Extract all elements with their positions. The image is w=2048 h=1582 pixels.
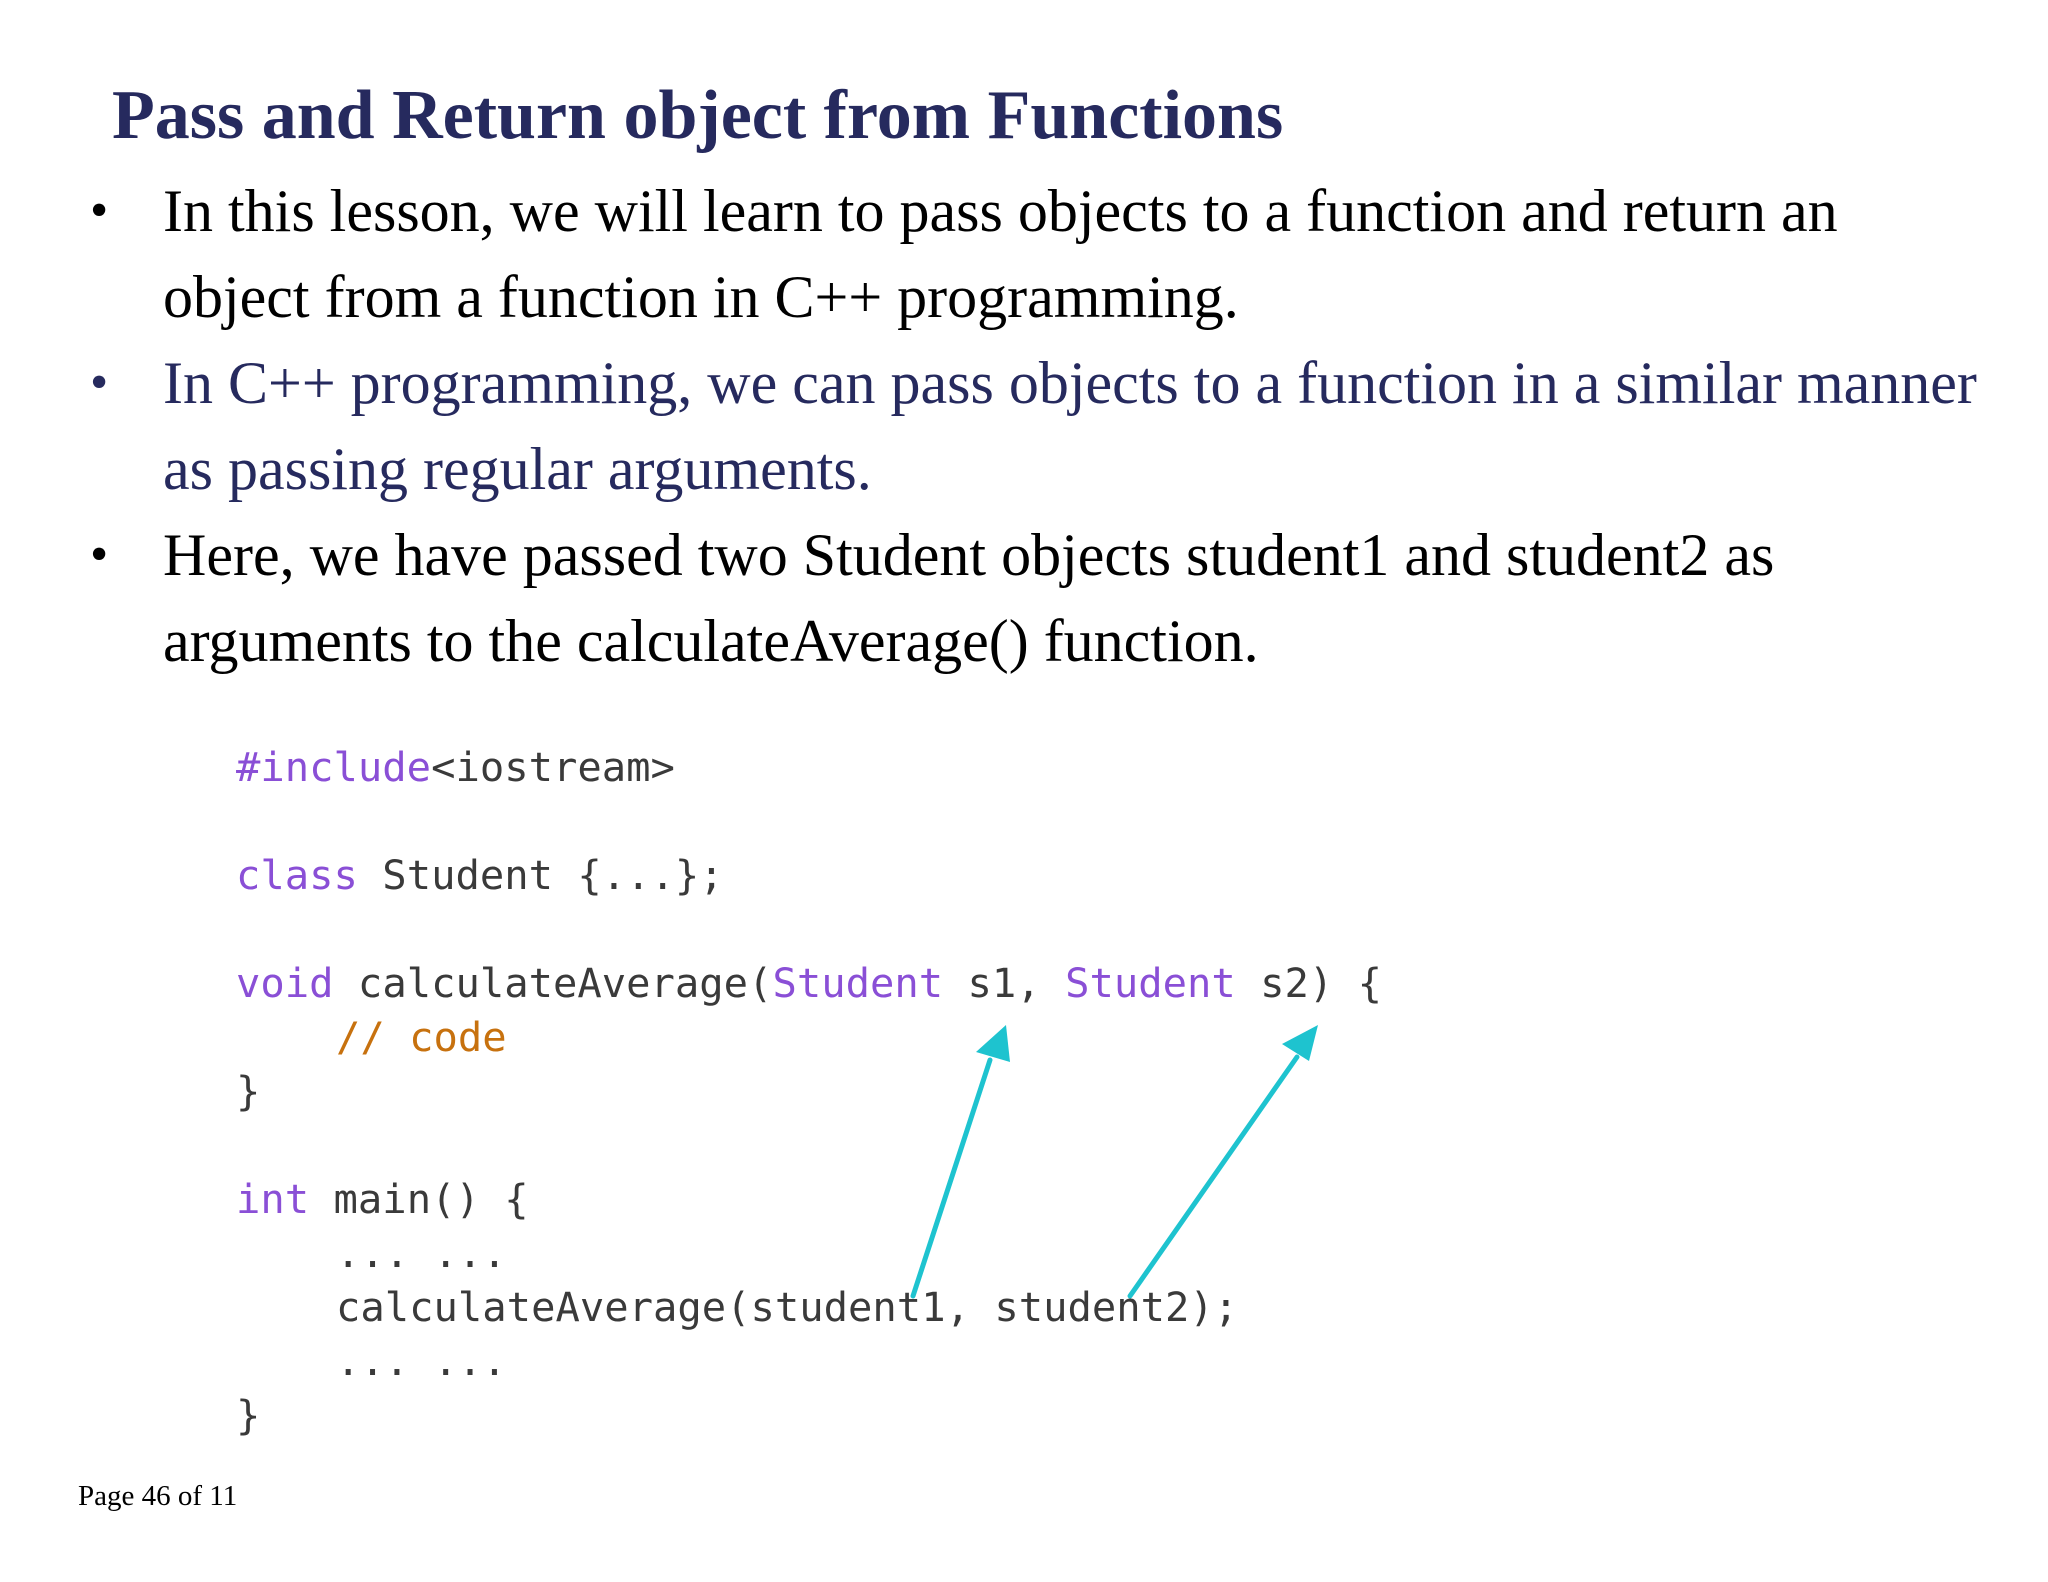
code-line-close-brace: } xyxy=(236,1388,260,1442)
code-text: } xyxy=(236,1391,261,1439)
code-line-main: int main() { xyxy=(236,1172,529,1226)
code-keyword: void xyxy=(236,959,334,1007)
bullet-marker: • xyxy=(90,354,109,411)
code-text: calculateAverage(student1, student2); xyxy=(336,1283,1239,1331)
bullet-text: In C++ programming, we can pass objects … xyxy=(163,350,1977,502)
code-text: Student {...}; xyxy=(357,851,724,899)
bullet-text: In this lesson, we will learn to pass ob… xyxy=(163,178,1838,330)
bullet-marker: • xyxy=(90,526,109,583)
bullet-item-intro: • In this lesson, we will learn to pass … xyxy=(0,168,2048,340)
code-text: <iostream> xyxy=(431,743,675,791)
code-line-class: class Student {...}; xyxy=(236,848,724,902)
code-block: #include<iostream> class Student {...}; … xyxy=(236,740,1536,1460)
code-text: } xyxy=(236,1067,261,1115)
code-line-ellipsis: ... ... xyxy=(336,1334,507,1388)
code-param-s1: s1, xyxy=(943,959,1066,1007)
code-text: main() { xyxy=(309,1175,529,1223)
code-type-param2: Student xyxy=(1065,959,1236,1007)
bullet-text: Here, we have passed two Student objects… xyxy=(163,522,1775,674)
code-line-ellipsis: ... ... xyxy=(336,1226,507,1280)
bullet-item-example: • Here, we have passed two Student objec… xyxy=(0,512,2048,684)
code-param-s2: s2) { xyxy=(1235,959,1383,1007)
slide-title: Pass and Return object from Functions xyxy=(112,77,1284,154)
code-line-comment: // code xyxy=(336,1010,507,1064)
code-line-call: calculateAverage(student1, student2); xyxy=(336,1280,1238,1334)
page-number: Page 46 of 11 xyxy=(78,1480,238,1512)
code-line-include: #include<iostream> xyxy=(236,740,675,794)
code-keyword: int xyxy=(236,1175,310,1223)
code-type-param1: Student xyxy=(772,959,944,1007)
code-text: ... ... xyxy=(336,1337,507,1385)
bullet-marker: • xyxy=(90,182,109,239)
code-comment: // code xyxy=(336,1013,507,1061)
code-line-close-brace: } xyxy=(236,1064,260,1118)
code-text: calculateAverage( xyxy=(333,959,773,1007)
code-keyword: #include xyxy=(236,743,432,791)
code-keyword: class xyxy=(236,851,358,899)
code-text: ... ... xyxy=(336,1229,507,1277)
code-line-function-signature: void calculateAverage(Student s1, Studen… xyxy=(236,956,1382,1010)
bullet-item-pass-objects: • In C++ programming, we can pass object… xyxy=(0,340,2048,512)
bullet-list: • In this lesson, we will learn to pass … xyxy=(0,168,2048,684)
